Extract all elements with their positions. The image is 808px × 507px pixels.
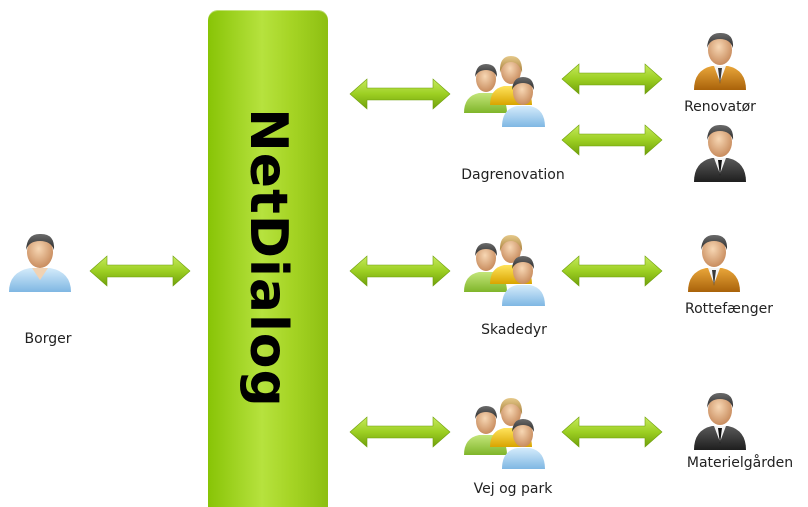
renovator-worker-icon — [694, 32, 746, 90]
arrow-dagrenovation-second — [561, 124, 663, 156]
dagrenovation-label: Dagrenovation — [461, 167, 565, 183]
borger-person-icon — [9, 233, 71, 292]
dagrenovation-group-icon — [464, 56, 545, 127]
second-suit-person-icon — [694, 124, 746, 182]
rottefaenger-worker-icon — [688, 234, 740, 292]
arrow-skadedyr-rottefaenger — [561, 255, 663, 287]
arrow-hub-dagrenovation — [349, 78, 451, 110]
arrow-vejogpark-materielgaarden — [561, 416, 663, 448]
vejogpark-label: Vej og park — [473, 481, 553, 497]
materielgaarden-label: Materielgården — [686, 455, 794, 471]
materielgaarden-suit-icon — [694, 392, 746, 450]
skadedyr-label: Skadedyr — [481, 322, 547, 338]
vejogpark-group-icon — [464, 398, 545, 469]
arrow-dagrenovation-renovator — [561, 63, 663, 95]
renovator-label: Renovatør — [684, 99, 756, 115]
arrow-hub-vejogpark — [349, 416, 451, 448]
borger-label: Borger — [24, 331, 72, 347]
rottefaenger-label: Rottefænger — [684, 301, 774, 317]
netdialog-hub-bar — [208, 10, 328, 507]
arrow-borger-hub — [89, 255, 191, 287]
arrow-hub-skadedyr — [349, 255, 451, 287]
skadedyr-group-icon — [464, 235, 545, 306]
